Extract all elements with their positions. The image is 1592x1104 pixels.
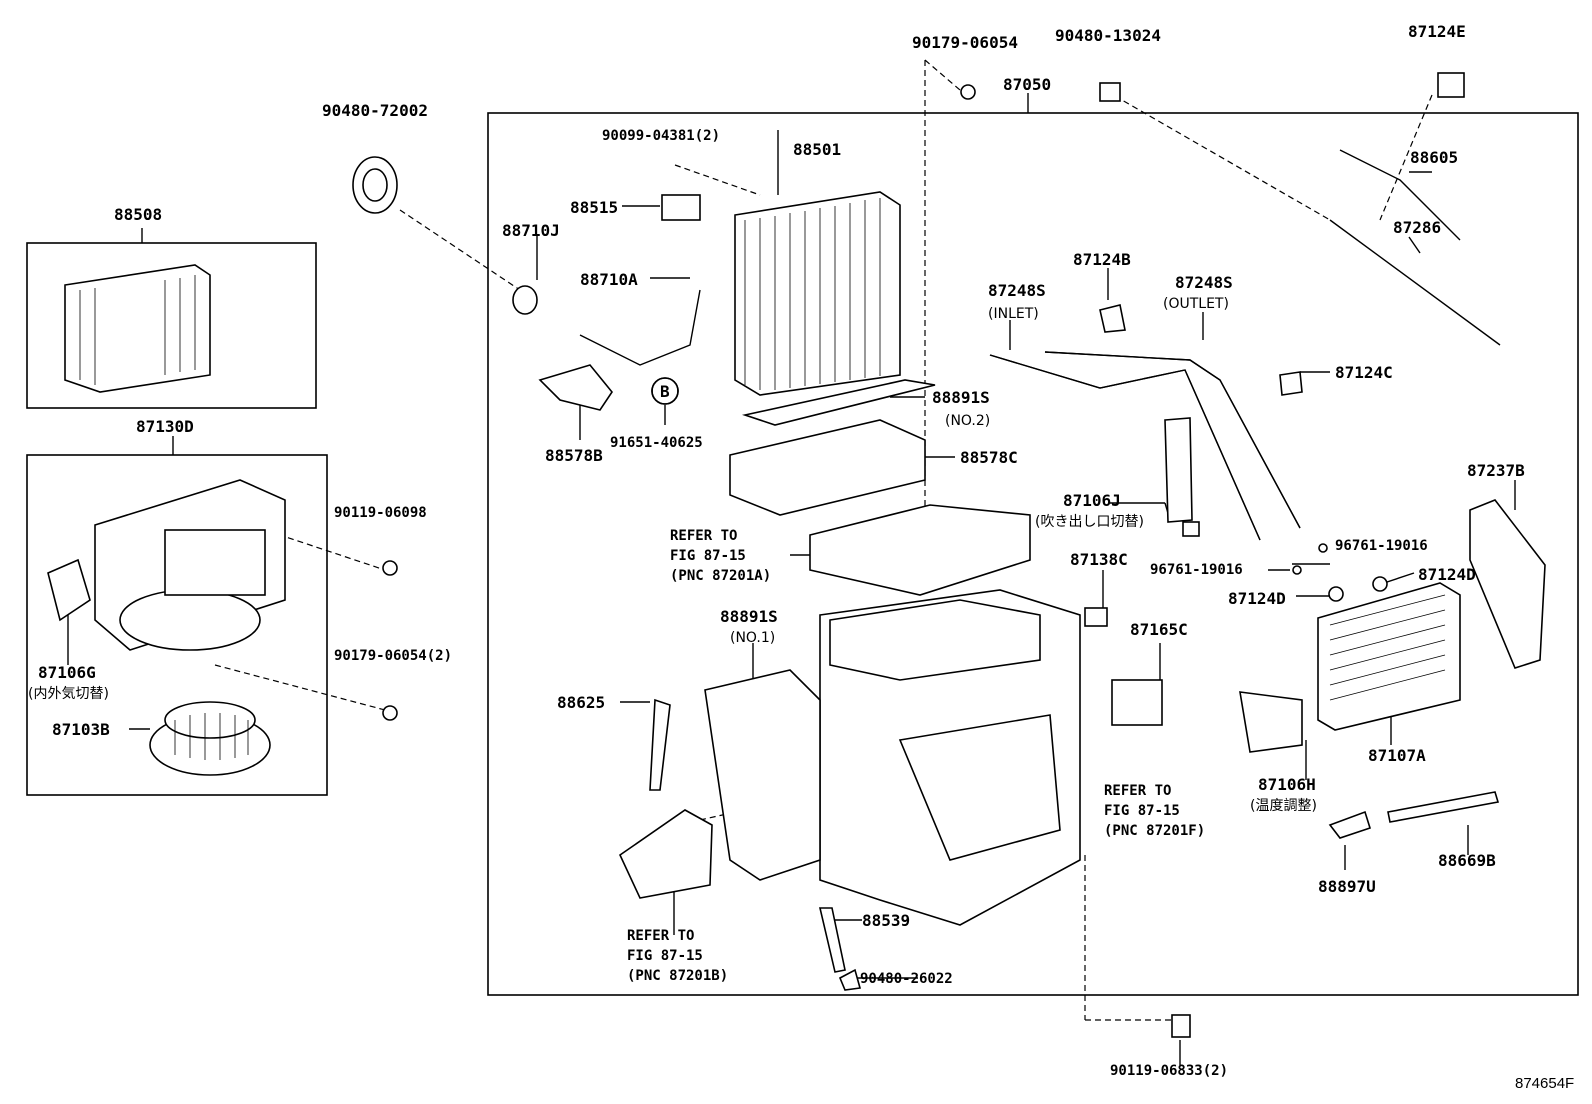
label-refer-b-1: REFER TO — [627, 928, 694, 944]
blower-frame — [26, 454, 328, 796]
label-87106H: 87106H — [1258, 775, 1316, 794]
label-87237B: 87237B — [1467, 461, 1525, 480]
label-87106J: 87106J — [1063, 491, 1121, 510]
label-87124E: 87124E — [1408, 22, 1466, 41]
misc-small-parts — [47, 72, 1546, 1038]
part-labels: 90179-06054 90480-13024 87124E 87050 904… — [28, 22, 1574, 1092]
label-87124B: 87124B — [1073, 250, 1131, 269]
label-refer-a-1: REFER TO — [670, 528, 737, 544]
label-87106G: 87106G — [38, 663, 96, 682]
label-90119-06098: 90119-06098 — [334, 505, 427, 521]
refrigerant-pipes — [579, 149, 1501, 541]
label-refer-a-3: (PNC 87201A) — [670, 568, 771, 584]
label-90480-72002: 90480-72002 — [322, 101, 428, 120]
label-refer-f-1: REFER TO — [1104, 783, 1171, 799]
label-87050: 87050 — [1003, 75, 1051, 94]
label-88897U: 88897U — [1318, 877, 1376, 896]
callout-b: B — [660, 382, 670, 401]
label-refer-b-3: (PNC 87201B) — [627, 968, 728, 984]
label-87106G-jp: (内外気切替) — [28, 686, 109, 702]
label-88625: 88625 — [557, 693, 605, 712]
label-87248S-outlet: 87248S — [1175, 273, 1233, 292]
label-96761-19016-a: 96761-19016 — [1335, 538, 1428, 554]
label-87103B: 87103B — [52, 720, 110, 739]
evaporator-88501 — [734, 191, 901, 396]
label-88501: 88501 — [793, 140, 841, 159]
label-90179-06054-2: 90179-06054(2) — [334, 648, 452, 664]
figure-id: 874654F — [1515, 1075, 1574, 1092]
label-88669B: 88669B — [1438, 851, 1496, 870]
label-88508: 88508 — [114, 205, 162, 224]
label-90099-04381: 90099-04381(2) — [602, 128, 720, 144]
label-outlet: (OUTLET) — [1163, 296, 1229, 312]
label-refer-f-2: FIG 87-15 — [1104, 803, 1180, 819]
label-90119-06833: 90119-06833(2) — [1110, 1063, 1228, 1079]
label-88710J: 88710J — [502, 221, 560, 240]
filter-88508 — [64, 264, 211, 393]
label-88515: 88515 — [570, 198, 618, 217]
label-87124D-b: 87124D — [1228, 589, 1286, 608]
label-88539: 88539 — [862, 911, 910, 930]
label-no2: (NO.2) — [945, 413, 990, 429]
case-parts — [729, 379, 1031, 596]
label-87124C: 87124C — [1335, 363, 1393, 382]
label-91651-40625: 91651-40625 — [610, 435, 703, 451]
label-no1: (NO.1) — [730, 630, 775, 646]
heater-core-87107A — [1317, 582, 1461, 731]
label-refer-f-3: (PNC 87201F) — [1104, 823, 1205, 839]
blower-case-87130D — [94, 479, 286, 651]
heater-unit-housing — [704, 589, 1081, 926]
label-87165C: 87165C — [1130, 620, 1188, 639]
label-88710A: 88710A — [580, 270, 638, 289]
label-90480-26022: 90480-26022 — [860, 971, 953, 987]
label-refer-a-2: FIG 87-15 — [670, 548, 746, 564]
label-90480-13024: 90480-13024 — [1055, 26, 1161, 45]
callout-b-circle — [651, 377, 679, 405]
label-87130D: 87130D — [136, 417, 194, 436]
filter-frame — [26, 242, 317, 409]
blower-fan-87103B — [149, 701, 271, 776]
label-87106J-jp: (吹き出し口切替) — [1035, 514, 1144, 530]
label-88891S-no1: 88891S — [720, 607, 778, 626]
label-88578C: 88578C — [960, 448, 1018, 467]
label-inlet: (INLET) — [988, 306, 1039, 322]
label-87248S-inlet: 87248S — [988, 281, 1046, 300]
label-87106H-jp: (温度調整) — [1250, 798, 1317, 814]
label-refer-b-2: FIG 87-15 — [627, 948, 703, 964]
label-87286: 87286 — [1393, 218, 1441, 237]
label-96761-19016-b: 96761-19016 — [1150, 562, 1243, 578]
label-87107A: 87107A — [1368, 746, 1426, 765]
label-88891S-no2: 88891S — [932, 388, 990, 407]
label-87138C: 87138C — [1070, 550, 1128, 569]
label-87124D-a: 87124D — [1418, 565, 1476, 584]
label-88605: 88605 — [1410, 148, 1458, 167]
main-assembly-frame — [487, 112, 1579, 996]
label-90179-06054-top: 90179-06054 — [912, 33, 1018, 52]
label-88578B: 88578B — [545, 446, 603, 465]
